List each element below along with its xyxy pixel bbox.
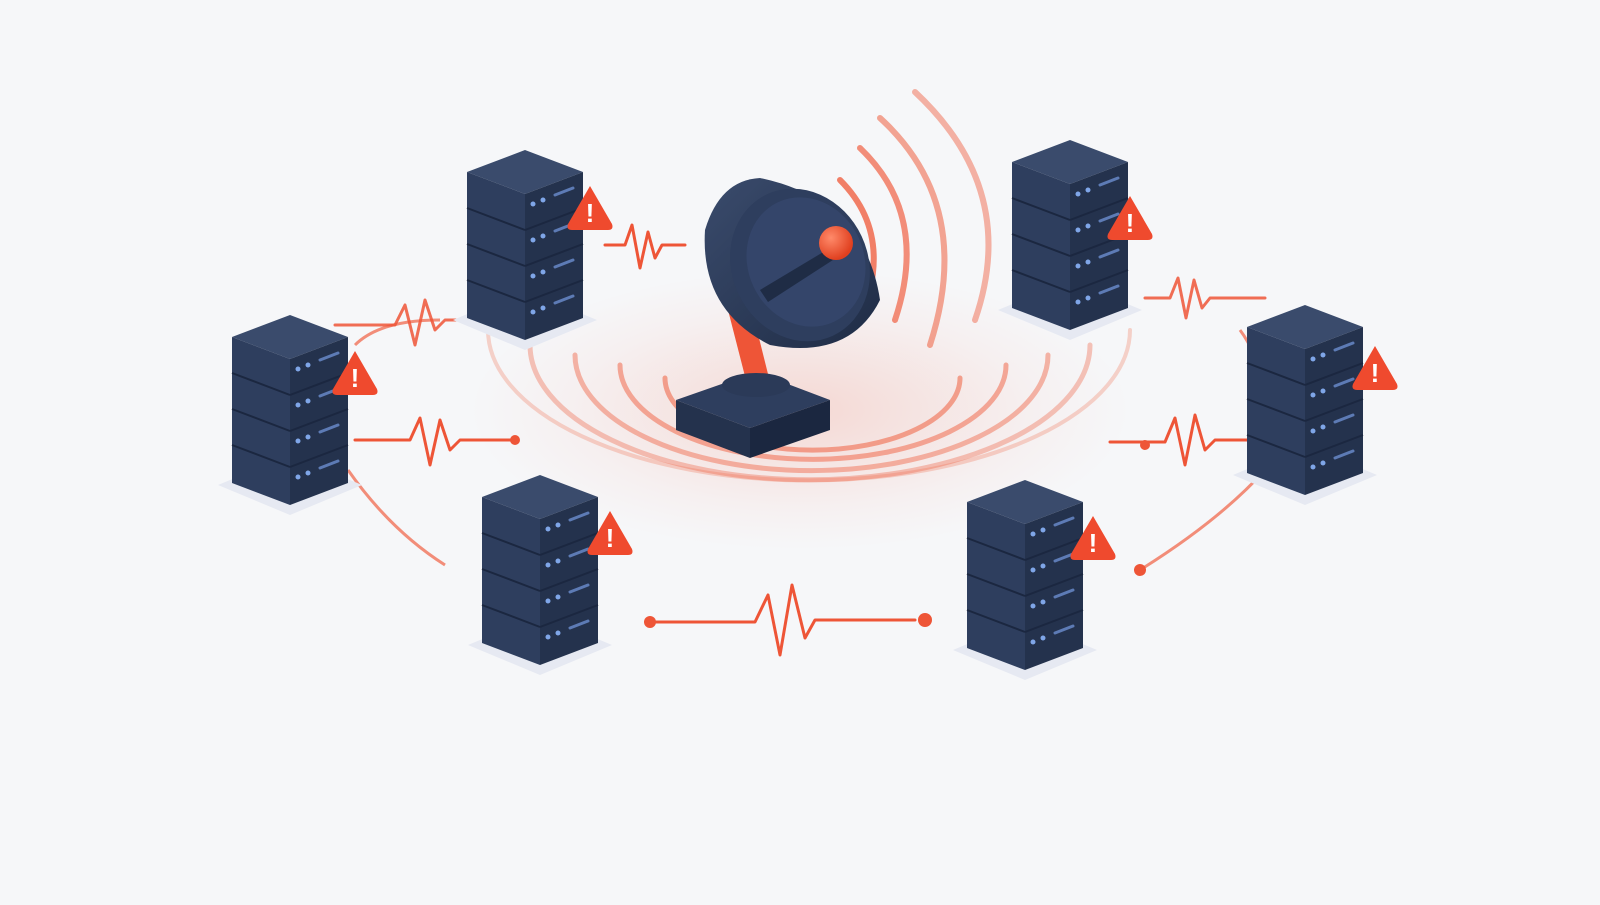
alert-glyph: ! xyxy=(1089,528,1098,558)
server-rack-icon xyxy=(466,473,614,677)
heartbeat-signal-icon xyxy=(1108,413,1257,467)
warning-icon: ! xyxy=(332,351,378,395)
heartbeat-signal-icon xyxy=(333,298,472,347)
heartbeat-signals xyxy=(333,223,1267,657)
heartbeat-signal-icon xyxy=(648,583,917,657)
server-rack-icon xyxy=(216,313,364,517)
warning-icon: ! xyxy=(587,511,633,555)
alert-glyph: ! xyxy=(1371,358,1380,388)
warning-icon: ! xyxy=(1107,196,1153,240)
alert-glyph: ! xyxy=(351,363,360,393)
warning-icon: ! xyxy=(1070,516,1116,560)
warning-icon: ! xyxy=(1352,346,1398,390)
heartbeat-signal-icon xyxy=(603,223,687,270)
alert-glyph: ! xyxy=(1126,208,1135,238)
warning-icon: ! xyxy=(567,186,613,230)
satellite-dish-icon xyxy=(676,178,880,458)
server-rack-icon xyxy=(1231,303,1379,507)
heartbeat-signal-icon xyxy=(1143,276,1267,320)
alert-glyph: ! xyxy=(606,523,615,553)
floor-ripples xyxy=(486,328,1132,483)
server-rack-icon xyxy=(451,148,599,352)
broadcast-arcs xyxy=(837,89,992,348)
alert-glyph: ! xyxy=(586,198,595,228)
server-rack-icon xyxy=(951,478,1099,682)
heartbeat-signal-icon xyxy=(353,416,512,467)
